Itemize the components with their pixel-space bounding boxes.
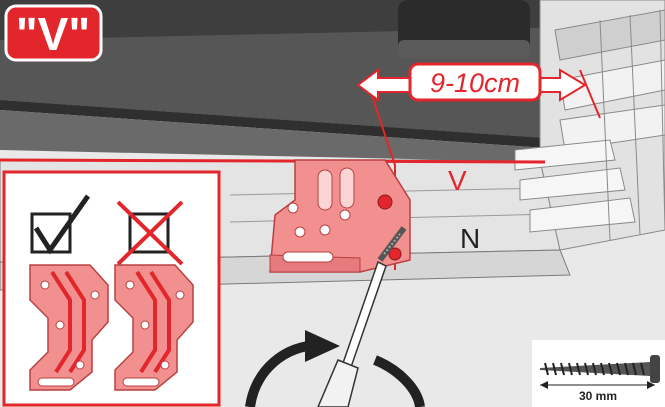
mounting-bracket — [269, 159, 411, 273]
dark-panel — [0, 0, 550, 162]
installed-screw — [377, 226, 407, 262]
v-badge: "V" — [4, 4, 103, 62]
screwdriver — [317, 260, 387, 407]
rotation-arrow-icon — [245, 330, 425, 407]
v-badge-label: "V" — [16, 8, 90, 60]
orientation-inset — [2, 170, 221, 407]
bracket-wrong — [114, 264, 194, 391]
checkbox-checked-icon — [30, 194, 91, 255]
checkbox-crossed-icon — [116, 200, 184, 266]
measurement-indicator: 9-10cm — [356, 62, 587, 102]
screw-icon — [540, 355, 660, 383]
upper-marker-label: V — [448, 165, 467, 196]
measurement-label: 9-10cm — [430, 68, 520, 98]
screw-length-label: 30 mm — [579, 389, 617, 403]
lower-marker-label: N — [460, 223, 480, 254]
screw-spec-inset: 30 mm — [532, 340, 665, 407]
bracket-correct — [29, 264, 109, 391]
